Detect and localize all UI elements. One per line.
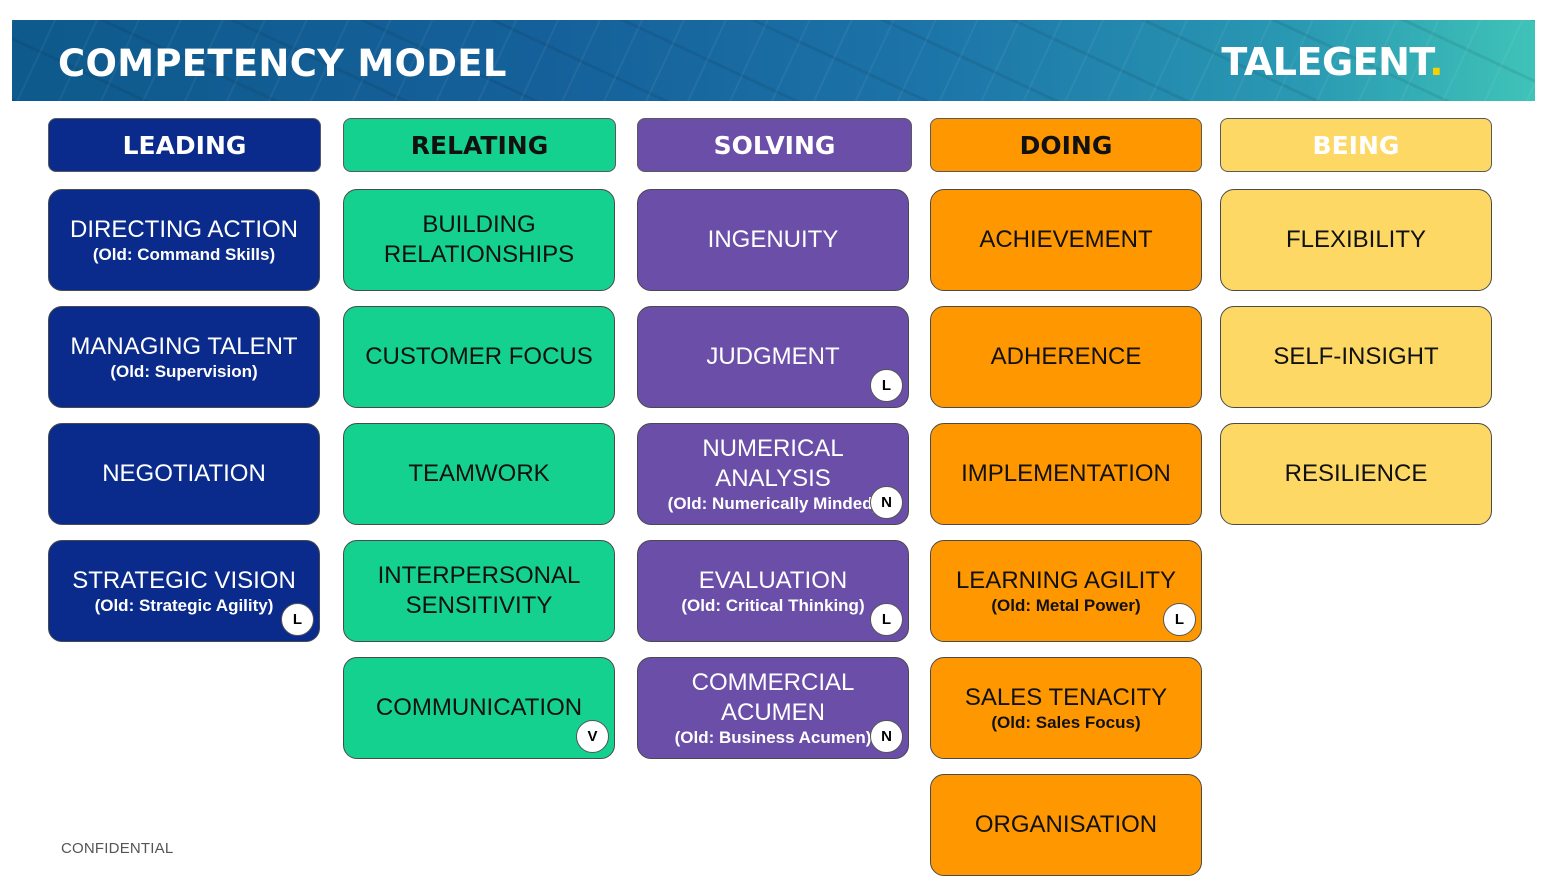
competency-title: SELF-INSIGHT xyxy=(1273,343,1439,370)
logo-dot: . xyxy=(1429,40,1443,84)
competency-title: MANAGING TALENT xyxy=(70,333,298,360)
competency-badge: N xyxy=(870,720,903,753)
competency-title: COMMUNICATION xyxy=(375,694,583,721)
competency-badge: L xyxy=(281,603,314,636)
competency-title: NEGOTIATION xyxy=(102,460,266,487)
competency-title: EVALUATION xyxy=(698,567,848,594)
competency-title: ORGANISATION xyxy=(974,811,1158,838)
competency-card: STRATEGIC VISION (Old: Strategic Agility)… xyxy=(48,540,320,642)
competency-card: INTERPERSONAL SENSITIVITY xyxy=(343,540,615,642)
competency-card: SELF-INSIGHT xyxy=(1220,306,1492,408)
competency-badge: V xyxy=(576,720,609,753)
competency-card: IMPLEMENTATION xyxy=(930,423,1202,525)
competency-card: RESILIENCE xyxy=(1220,423,1492,525)
competency-card: JUDGMENT L xyxy=(637,306,909,408)
competency-title: DIRECTING ACTION xyxy=(69,216,298,243)
competency-old-name: (Old: Critical Thinking) xyxy=(681,596,865,615)
page-title: COMPETENCY MODEL xyxy=(58,42,507,85)
competency-card: CUSTOMER FOCUS xyxy=(343,306,615,408)
competency-card: FLEXIBILITY xyxy=(1220,189,1492,291)
column-header-solving: SOLVING xyxy=(637,118,912,172)
competency-card: DIRECTING ACTION (Old: Command Skills) xyxy=(48,189,320,291)
competency-title: RESILIENCE xyxy=(1284,460,1428,487)
column-header-being: BEING xyxy=(1220,118,1492,172)
competency-card: INGENUITY xyxy=(637,189,909,291)
competency-title: INGENUITY xyxy=(707,226,839,253)
competency-old-name: (Old: Supervision) xyxy=(110,362,258,381)
competency-old-name: (Old: Metal Power) xyxy=(991,596,1141,615)
competency-old-name: (Old: Business Acumen) xyxy=(674,728,872,747)
competency-card: NEGOTIATION xyxy=(48,423,320,525)
competency-card: BUILDING RELATIONSHIPS xyxy=(343,189,615,291)
competency-title: JUDGMENT xyxy=(706,343,840,370)
competency-title: LEARNING AGILITY xyxy=(955,567,1177,594)
confidential-label: CONFIDENTIAL xyxy=(61,840,174,857)
competency-title: CUSTOMER FOCUS xyxy=(365,343,593,370)
competency-card: SALES TENACITY (Old: Sales Focus) xyxy=(930,657,1202,759)
competency-card: ORGANISATION xyxy=(930,774,1202,876)
competency-badge: L xyxy=(870,369,903,402)
column-header-doing: DOING xyxy=(930,118,1202,172)
competency-title: SALES TENACITY xyxy=(964,684,1168,711)
competency-card: COMMERCIAL ACUMEN (Old: Business Acumen)N xyxy=(637,657,909,759)
competency-title: FLEXIBILITY xyxy=(1285,226,1427,253)
competency-old-name: (Old: Strategic Agility) xyxy=(94,596,274,615)
competency-badge: N xyxy=(870,486,903,519)
competency-badge: L xyxy=(1163,603,1196,636)
competency-card: EVALUATION (Old: Critical Thinking) L xyxy=(637,540,909,642)
competency-title: ADHERENCE xyxy=(990,343,1142,370)
competency-card: LEARNING AGILITY (Old: Metal Power) L xyxy=(930,540,1202,642)
competency-old-name: (Old: Numerically Minded) xyxy=(667,494,879,513)
competency-card: NUMERICAL ANALYSIS (Old: Numerically Mind… xyxy=(637,423,909,525)
competency-title: COMMERCIAL ACUMEN xyxy=(691,669,855,726)
competency-card: ADHERENCE xyxy=(930,306,1202,408)
column-header-leading: LEADING xyxy=(48,118,321,172)
competency-title: IMPLEMENTATION xyxy=(961,460,1171,487)
competency-old-name: (Old: Command Skills) xyxy=(92,245,276,264)
title-banner: COMPETENCY MODEL TALEGENT. xyxy=(12,20,1535,101)
competency-title: STRATEGIC VISION xyxy=(72,567,296,594)
competency-badge: L xyxy=(870,603,903,636)
competency-title: ACHIEVEMENT xyxy=(979,226,1153,253)
competency-title: TEAMWORK xyxy=(408,460,550,487)
competency-title: BUILDING RELATIONSHIPS xyxy=(383,211,575,268)
talegent-logo: TALEGENT. xyxy=(1221,40,1443,84)
competency-old-name: (Old: Sales Focus) xyxy=(991,713,1141,732)
competency-card: ACHIEVEMENT xyxy=(930,189,1202,291)
competency-card: MANAGING TALENT (Old: Supervision) xyxy=(48,306,320,408)
column-header-relating: RELATING xyxy=(343,118,616,172)
logo-text: TALEGENT xyxy=(1221,40,1430,84)
competency-title: INTERPERSONAL SENSITIVITY xyxy=(377,562,581,619)
competency-card: TEAMWORK xyxy=(343,423,615,525)
competency-title: NUMERICAL ANALYSIS xyxy=(702,435,844,492)
